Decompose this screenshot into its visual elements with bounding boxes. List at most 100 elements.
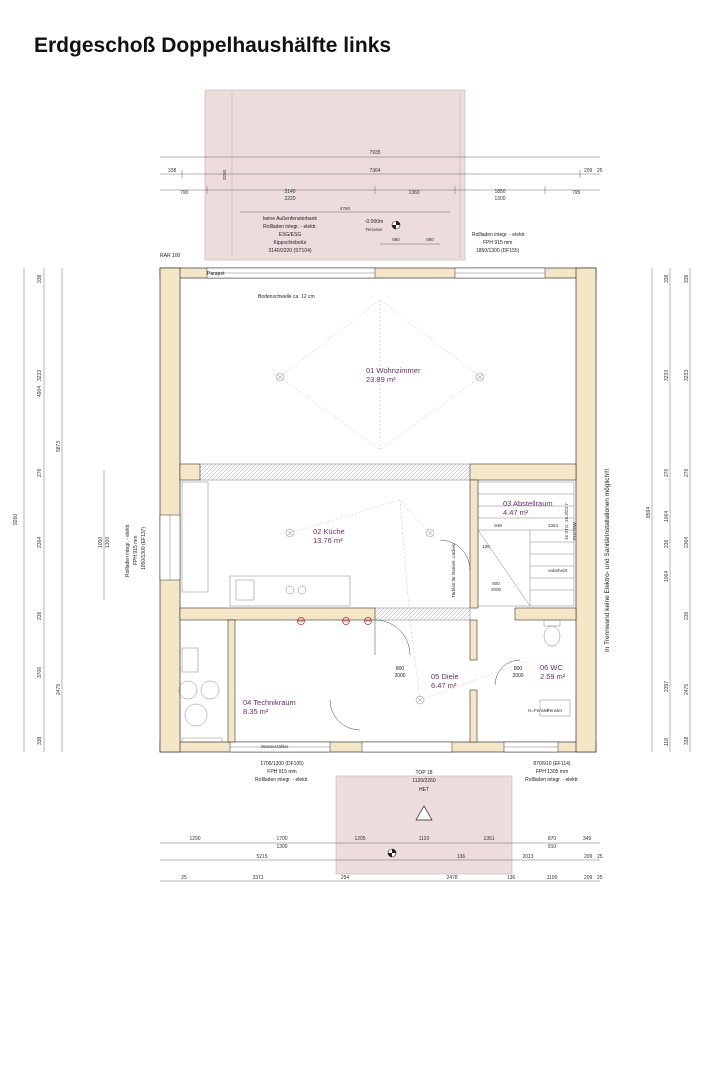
room-name-kueche: 02 Küche [313, 527, 345, 536]
window-bottom-left-2: FPH 915 mm [267, 769, 296, 775]
window-left-note-2: FPH 915 mm [133, 536, 139, 565]
room-area-abstellraum: 4.47 m² [503, 508, 529, 517]
dim-bottom-r1-a: 1290 [189, 836, 200, 842]
window-left-note-3: 1050/1300 (EF137) [141, 527, 147, 570]
wasserzaehler-label: Wasserzähler [261, 744, 289, 749]
terrace-window-note-5: 3140/2220 (ST104) [268, 248, 311, 254]
dim-right-inner-d: 1064 [664, 511, 670, 522]
dim-right-inner-b: 3233 [664, 370, 670, 381]
inner-walls [179, 463, 577, 743]
unbeheizt-label: unbeheizt [548, 568, 568, 573]
room-name-technikraum: 04 Technikraum [243, 698, 296, 707]
dim-top-r3-g: 795 [572, 190, 581, 196]
parapet-label: Parapet [207, 271, 225, 277]
room-name-abstellraum: 03 Abstellraum [503, 499, 553, 508]
dim-left-mid-c: 3706 [37, 667, 43, 678]
window-left-note-1: Rollladen integr. - elektr. [125, 523, 131, 577]
terrace-window-note-4: Kippschiebetür [273, 240, 306, 246]
wc-fixtures [539, 619, 571, 717]
dim-bottom-r1-f: 1351 [483, 836, 494, 842]
main-door-het: HET [419, 787, 429, 793]
door-abstell-width: 800 [492, 581, 500, 586]
page-title: Erdgeschoß Doppelhaushälfte links [34, 34, 392, 57]
room-area-wc: 2.59 m² [540, 672, 566, 681]
dim-right-outer-b: 3233 [684, 370, 690, 381]
dim-terrace-width: 4760 [340, 206, 351, 211]
stairs [477, 481, 575, 607]
rar-label: RAR 100 [160, 253, 181, 259]
window-bottom-left-1: 1700/1300 (DF105) [260, 761, 304, 767]
dim-bottom-r3-a: 25 [181, 875, 187, 881]
window-right-top-2: FPH 915 mm [483, 240, 512, 246]
dim-bottom-r3-g: 209 [584, 875, 593, 881]
threshold-label: Bodenschwelle ca. 12 cm [258, 294, 315, 300]
main-door-opening [361, 741, 453, 753]
terrace-window-note-1: keine Außenfensterbank [263, 216, 317, 222]
kitchen-counter [181, 481, 351, 607]
dim-left-mid-b: 5873 [56, 441, 62, 452]
fenster-label: Fenster [547, 708, 563, 713]
dim-bottom-r3-b: 3371 [252, 875, 263, 881]
door-abstell-height: 2000 [491, 587, 502, 592]
dim-right-outer-d: 2364 [684, 537, 690, 548]
terrace-window-note-3: ESG/ESG [279, 232, 302, 238]
dim-left-window-a: 1050 [98, 537, 104, 548]
right-dimensions [651, 268, 691, 752]
dim-top-r2-d: 25 [597, 168, 603, 174]
dim-top-r2-c: 209 [584, 168, 593, 174]
window-bottom-right-2: FPH 1305 mm [536, 769, 568, 775]
h-fenster-label: H=Fenster [528, 708, 550, 713]
top-dimensions [160, 156, 600, 245]
dim-bottom-r2-b: 136 [457, 854, 466, 860]
room-area-diele: 6.47 m² [431, 681, 457, 690]
dim-bottom-r3-h: 25 [597, 875, 603, 881]
dim-bottom-r3-f: 1100 [547, 875, 558, 881]
terrace-area [204, 89, 466, 261]
dim-right-outer-g: 338 [684, 736, 690, 745]
dim-left-inner-b: 3233 [37, 370, 43, 381]
window-right-top-1: Rollladen integr. - elektr. [472, 232, 526, 238]
dim-right-inner-f: 1064 [664, 571, 670, 582]
room-name-diele: 05 Diele [431, 672, 459, 681]
entrance-level-marker-icon [387, 848, 397, 858]
dim-bottom-r1-d: 1205 [354, 836, 365, 842]
stairs-sub-label: FH220W [572, 521, 577, 540]
stair-dim-a: 136 [482, 544, 490, 549]
dim-top-total: 7935 [369, 150, 380, 156]
dim-right-inner-e: 236 [664, 539, 670, 548]
tuerblatt-label: Türblatt für Ratnett. Lücken [451, 543, 456, 598]
room-name-wc: 06 WC [540, 663, 564, 672]
dim-bottom-r3-c: 254 [341, 875, 350, 881]
dim-left-inner-g: 338 [37, 736, 43, 745]
bottom-dimensions [160, 842, 600, 882]
dim-bottom-r3-d: 2478 [446, 875, 457, 881]
dim-top-r3-e: 1850 [494, 189, 505, 195]
window-bottom-right-1: 870/910 (EF114) [533, 761, 570, 767]
dim-bottom-r1-g: 870 [548, 836, 557, 842]
dim-right-inner-h: 118 [664, 738, 670, 746]
dim-top-r2-b: 7364 [369, 168, 380, 174]
level-marker-icon [391, 220, 401, 230]
partition-wall-note: In Trennwand keine Elektro- und Sanitäri… [604, 468, 611, 652]
dim-bottom-r1-b: 1700 [276, 836, 287, 842]
door-wc-width: 800 [514, 666, 523, 672]
window-right-top-3: 1850/1300 (DF155) [476, 248, 520, 254]
entrance-area [335, 775, 513, 875]
door-wc-height: 2000 [512, 673, 523, 679]
room-area-technikraum: 8.35 m² [243, 707, 269, 716]
dim-top-r3-b: 3140 [284, 189, 295, 195]
technical-fixtures [178, 647, 223, 743]
left-dimensions [23, 268, 105, 752]
hallway-opening [374, 607, 471, 621]
dim-left-inner-d: 2364 [37, 537, 43, 548]
dim-left-inner-f: 2475 [56, 684, 62, 695]
ceiling-light-icons [275, 372, 485, 705]
stair-dim-c: 1064 [548, 523, 559, 528]
dim-right-inner-g: 2397 [664, 681, 670, 692]
room-area-kueche: 13.76 m² [313, 536, 343, 545]
stair-dim-b: 949 [494, 523, 502, 528]
dim-left-inner-a: 338 [37, 274, 43, 283]
window-bottom-right-3: Rollladen integr. - elektr. [525, 777, 579, 783]
dim-right-mid: 8594 [646, 507, 652, 518]
dim-right-inner-a: 338 [664, 274, 670, 283]
